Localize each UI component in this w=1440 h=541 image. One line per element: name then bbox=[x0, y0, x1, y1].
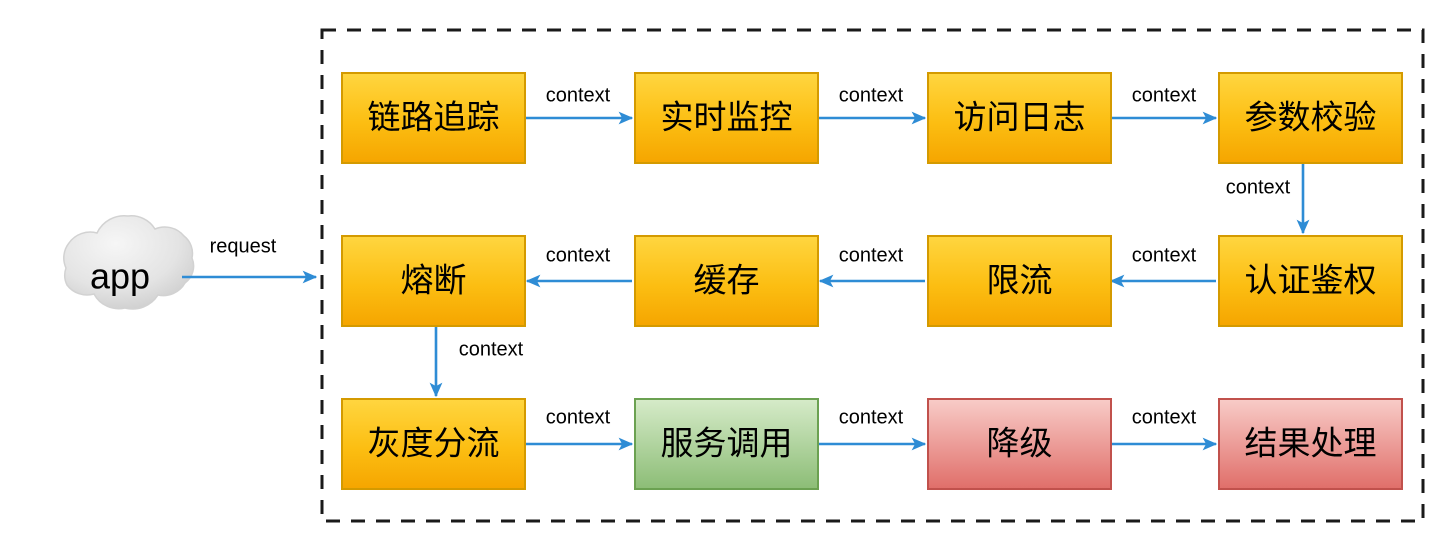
edge-label: context bbox=[546, 244, 611, 266]
edge-label: context bbox=[1132, 406, 1197, 428]
edge-n4-n5: context bbox=[1226, 163, 1310, 235]
node-jieguo-chuli[interactable]: 结果处理 bbox=[1218, 398, 1403, 490]
node-box bbox=[341, 235, 526, 327]
node-fuwu-diaoyong[interactable]: 服务调用 bbox=[634, 398, 819, 490]
node-shishi-jiankong[interactable]: 实时监控 bbox=[634, 72, 819, 164]
node-box bbox=[927, 398, 1112, 490]
edge-label: context bbox=[839, 84, 904, 106]
edge-n10-n11: context bbox=[818, 406, 927, 451]
cloud-shape bbox=[63, 215, 195, 310]
node-box bbox=[634, 398, 819, 490]
node-rongduan[interactable]: 熔断 bbox=[341, 235, 526, 327]
edge-n1-n2: context bbox=[525, 84, 634, 125]
edge-request-label: request bbox=[210, 235, 277, 257]
node-renzheng-jianquan[interactable]: 认证鉴权 bbox=[1218, 235, 1403, 327]
node-lianlu-zhuizong[interactable]: 链路追踪 bbox=[341, 72, 526, 164]
node-box bbox=[927, 235, 1112, 327]
node-jiangji[interactable]: 降级 bbox=[927, 398, 1112, 490]
node-box bbox=[1218, 398, 1403, 490]
node-box bbox=[634, 72, 819, 164]
edge-label: context bbox=[1132, 84, 1197, 106]
edge-label: context bbox=[839, 406, 904, 428]
node-box bbox=[341, 72, 526, 164]
gateway-boundary bbox=[320, 28, 1425, 523]
edge-label: context bbox=[839, 244, 904, 266]
node-huancun[interactable]: 缓存 bbox=[634, 235, 819, 327]
edge-n5-n6: context bbox=[1109, 244, 1216, 288]
edge-label: context bbox=[1132, 244, 1197, 266]
edge-n7-n8: context bbox=[525, 244, 632, 288]
node-xianliu[interactable]: 限流 bbox=[927, 235, 1112, 327]
node-huidu-fenliu[interactable]: 灰度分流 bbox=[341, 398, 526, 490]
edge-n3-n4: context bbox=[1111, 84, 1218, 125]
edge-label: context bbox=[546, 406, 611, 428]
node-fangwen-rizhi[interactable]: 访问日志 bbox=[927, 72, 1112, 164]
node-canshu-jiaoyan[interactable]: 参数校验 bbox=[1218, 72, 1403, 164]
edge-label: context bbox=[1226, 176, 1291, 198]
node-box bbox=[1218, 235, 1403, 327]
node-box bbox=[927, 72, 1112, 164]
edge-request: request bbox=[182, 235, 318, 284]
edge-n8-n9: context bbox=[429, 326, 524, 398]
app-cloud[interactable]: app bbox=[63, 215, 195, 310]
edge-n2-n3: context bbox=[818, 84, 927, 125]
node-box bbox=[1218, 72, 1403, 164]
node-box bbox=[634, 235, 819, 327]
edge-n6-n7: context bbox=[818, 244, 925, 288]
edge-n11-n12: context bbox=[1111, 406, 1218, 451]
edge-label: context bbox=[459, 338, 524, 360]
edge-label: context bbox=[546, 84, 611, 106]
edge-n9-n10: context bbox=[525, 406, 634, 451]
node-box bbox=[341, 398, 526, 490]
edge-group: context context context context context … bbox=[429, 84, 1310, 451]
